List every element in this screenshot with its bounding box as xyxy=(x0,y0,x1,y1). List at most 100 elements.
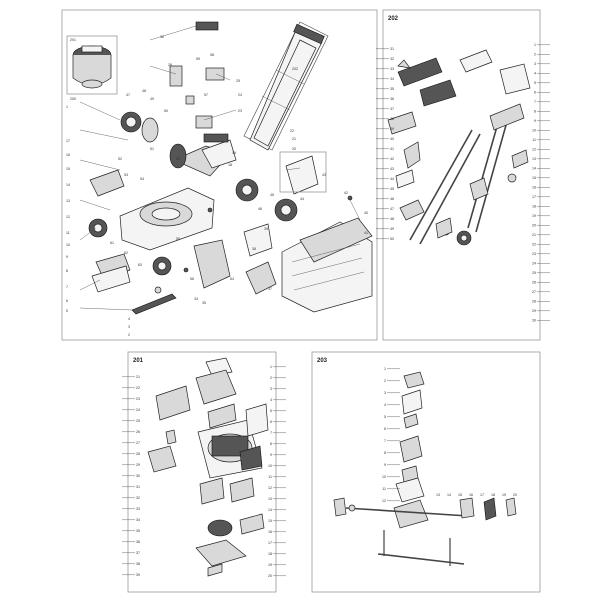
callout-p202-50: 50 xyxy=(390,237,394,241)
callout-p201-22: 22 xyxy=(136,386,140,390)
callout-p203-1: 1 xyxy=(384,367,386,371)
callout-main-49: 49 xyxy=(150,97,154,101)
callout-p201-30: 30 xyxy=(136,474,140,478)
callout-p202-39: 39 xyxy=(390,127,394,131)
callout-main-60: 60 xyxy=(176,157,180,161)
callout-p201-33: 33 xyxy=(136,507,140,511)
callout-p203-2: 2 xyxy=(384,379,386,383)
callout-p201-15: 15 xyxy=(268,519,272,523)
catcher-lid xyxy=(243,223,273,257)
callout-main-43: 43 xyxy=(322,173,326,177)
callout-main-50: 50 xyxy=(164,109,168,113)
callout-p203-17: 17 xyxy=(480,493,484,497)
callout-p203-12: 12 xyxy=(382,499,386,503)
small-parts xyxy=(169,21,353,273)
callout-main-51: 51 xyxy=(150,147,154,151)
callout-p201-11: 11 xyxy=(268,475,272,479)
callout-p202-14: 14 xyxy=(532,167,536,171)
callout-p201-27: 27 xyxy=(136,441,140,445)
callout-p202-43: 43 xyxy=(390,167,394,171)
callout-p202-35: 35 xyxy=(390,87,394,91)
callout-p202-24: 24 xyxy=(532,262,536,266)
callout-main-18: 18 xyxy=(228,163,232,167)
callout-p201-16: 16 xyxy=(268,530,272,534)
callout-p201-20: 20 xyxy=(268,574,272,578)
callout-p202-48: 48 xyxy=(390,217,394,221)
callout-main-3: 3 xyxy=(128,325,130,329)
panel-202-frame xyxy=(382,9,541,341)
callout-p201-8: 8 xyxy=(270,442,272,446)
callout-p202-11: 11 xyxy=(532,138,536,142)
catcher-frame xyxy=(245,261,277,295)
callout-p203-5: 5 xyxy=(384,415,386,419)
callout-main-15: 15 xyxy=(66,167,70,171)
callout-p202-42: 42 xyxy=(390,157,394,161)
callout-main-11: 11 xyxy=(66,231,70,235)
callout-main-17: 17 xyxy=(66,139,70,143)
callout-p201-17: 17 xyxy=(268,541,272,545)
callout-main-34: 34 xyxy=(194,297,198,301)
callout-p202-38: 38 xyxy=(390,117,394,121)
mulch-plug xyxy=(193,239,231,289)
callout-main-52: 52 xyxy=(118,157,122,161)
callout-main-2: 2 xyxy=(128,333,130,337)
callout-p201-19: 19 xyxy=(268,563,272,567)
callout-p201-38: 38 xyxy=(136,562,140,566)
callout-p202-49: 49 xyxy=(390,227,394,231)
callout-p203-7: 7 xyxy=(384,439,386,443)
callout-main-13: 13 xyxy=(66,199,70,203)
callout-p201-3: 3 xyxy=(270,387,272,391)
callout-main-10: 10 xyxy=(66,243,70,247)
callout-p202-29: 29 xyxy=(532,309,536,313)
callout-main-54: 54 xyxy=(140,177,144,181)
motor-unit xyxy=(72,45,112,89)
callout-p203-9: 9 xyxy=(384,463,386,467)
callout-main-26: 26 xyxy=(168,63,172,67)
callout-p201-2: 2 xyxy=(270,376,272,380)
callout-p201-7: 7 xyxy=(270,431,272,435)
callout-p201-37: 37 xyxy=(136,551,140,555)
callout-p201-24: 24 xyxy=(136,408,140,412)
callout-main-19: 19 xyxy=(232,151,236,155)
callout-p203-13: 13 xyxy=(436,493,440,497)
handle-assembly-202 xyxy=(387,49,531,246)
callout-p202-28: 28 xyxy=(532,300,536,304)
callout-main-202: 202 xyxy=(292,67,298,71)
callout-main-201: 201 xyxy=(70,38,76,42)
callout-p202-34: 34 xyxy=(390,77,394,81)
callout-main-200: 200 xyxy=(70,97,76,101)
callout-p202-9: 9 xyxy=(534,119,536,123)
callout-p201-36: 36 xyxy=(136,540,140,544)
callout-main-61: 61 xyxy=(110,241,114,245)
callout-p202-13: 13 xyxy=(532,157,536,161)
callout-p201-34: 34 xyxy=(136,518,140,522)
callout-main-36: 36 xyxy=(160,35,164,39)
callout-p201-5: 5 xyxy=(270,409,272,413)
callout-main-44: 44 xyxy=(300,197,304,201)
callout-p201-4: 4 xyxy=(270,398,272,402)
callout-p202-32: 32 xyxy=(390,57,394,61)
callout-p203-10: 10 xyxy=(382,475,386,479)
blade-adapter xyxy=(154,286,162,294)
panel-202-title: 202 xyxy=(388,16,399,22)
main-mower-assembly xyxy=(66,21,373,315)
callout-p202-27: 27 xyxy=(532,290,536,294)
callouts-202: 1234567891011121314151617181920212223242… xyxy=(376,43,550,323)
callout-main-56: 56 xyxy=(190,277,194,281)
callout-p201-32: 32 xyxy=(136,496,140,500)
callout-p201-23: 23 xyxy=(136,397,140,401)
callout-p202-20: 20 xyxy=(532,224,536,228)
callout-p202-33: 33 xyxy=(390,67,394,71)
callout-main-40: 40 xyxy=(364,211,368,215)
callout-p202-1: 1 xyxy=(534,43,536,47)
mower-deck xyxy=(119,187,215,251)
callout-p202-15: 15 xyxy=(532,176,536,180)
callout-main-39: 39 xyxy=(264,227,268,231)
callout-p201-31: 31 xyxy=(136,485,140,489)
callout-main-1: 1 xyxy=(66,105,68,109)
callout-main-9: 9 xyxy=(66,255,68,259)
callout-p202-6: 6 xyxy=(534,91,536,95)
callout-main-63: 63 xyxy=(138,263,142,267)
